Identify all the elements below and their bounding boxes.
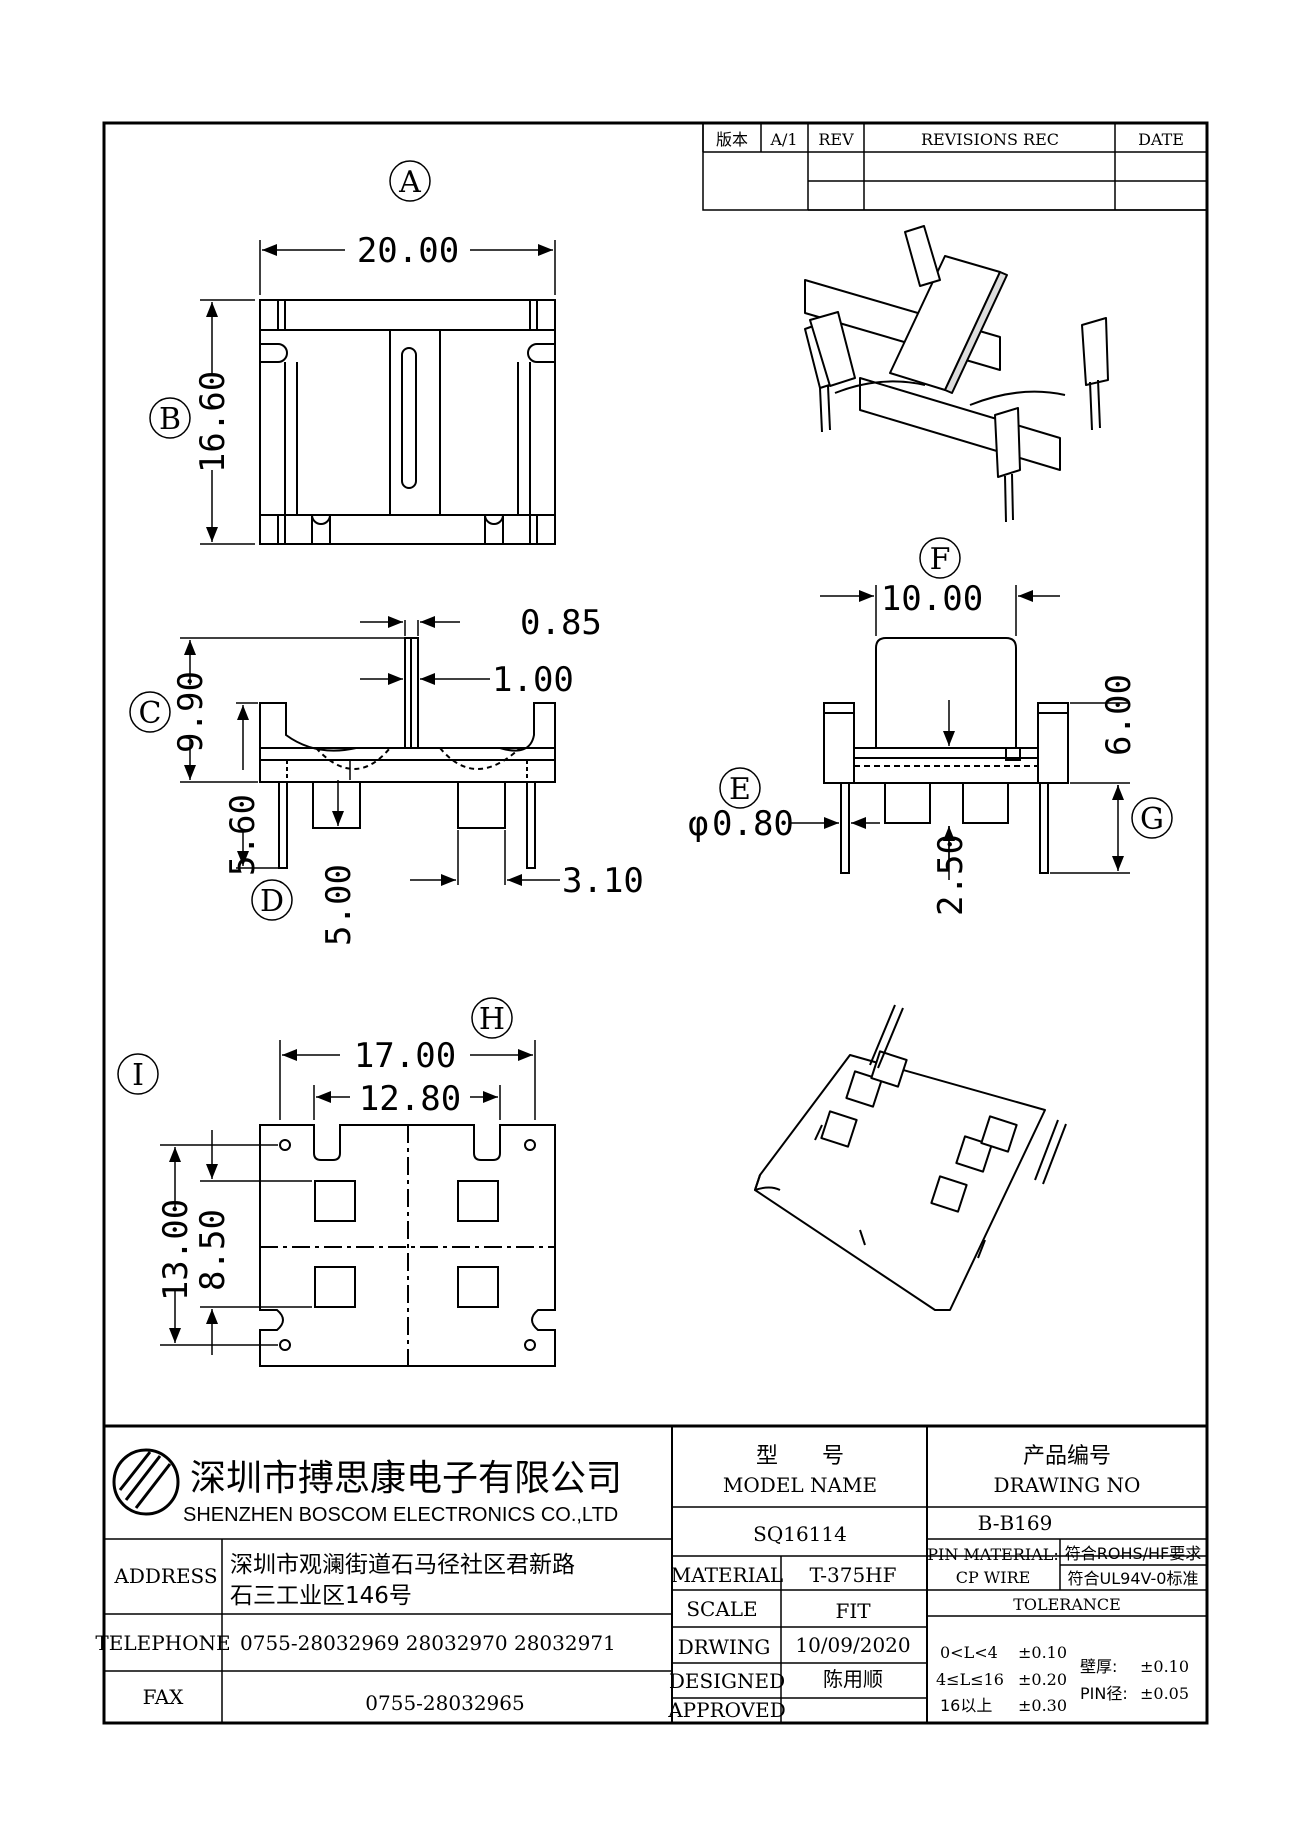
svg-text:D: D [260,884,284,919]
revision-table [702,122,1208,211]
dim-pin-pitch-y: 13.00 [156,1199,196,1301]
drawing-no-value: B-B169 [978,1511,1053,1535]
rev-version-value: A/1 [769,130,797,149]
designed-value: 陈用顺 [823,1667,883,1691]
svg-text:F: F [930,542,951,577]
svg-text:H: H [479,1002,505,1037]
callout-d: D [251,879,293,921]
callout-f: F [919,537,961,579]
side-view-dims [180,616,560,886]
dim-slot-width: 12.80 [359,1079,461,1119]
fax-value: 0755-28032965 [365,1691,524,1715]
iso-view-bottom [754,1004,1067,1311]
rev-version-label: 版本 [716,130,748,149]
svg-text:B: B [159,402,181,437]
side-view [259,637,556,869]
iso-view-top [804,225,1109,523]
dim-peg-len: 5.00 [319,864,359,946]
wall-tol-label: 壁厚: [1080,1657,1117,1676]
tol-range-1: 0<L<4 [940,1643,998,1662]
revisions-rec-label: REVISIONS REC [921,130,1059,149]
dim-peg-offset: 2.50 [931,834,971,916]
top-view [259,299,556,545]
callout-h: H [471,997,513,1039]
bottom-view [259,1124,556,1367]
rohs-compliance: 符合ROHS/HF要求 [1065,1544,1202,1563]
dim-height-top: 16.60 [193,371,233,473]
wall-tol-value: ±0.10 [1140,1657,1189,1676]
company-name-en: SHENZHEN BOSCOM ELECTRONICS CO.,LTD [183,1504,618,1526]
model-name-cn: 型 号 [756,1444,844,1469]
callout-c: C [129,691,171,733]
pin-dia-tol-label: PIN径: [1080,1684,1128,1703]
approved-label: APPROVED [667,1698,786,1722]
designed-label: DESIGNED [669,1669,785,1693]
tol-value-1: ±0.10 [1018,1643,1067,1662]
svg-text:E: E [729,772,751,807]
model-value: SQ16114 [753,1522,847,1546]
material-label: MATERIAL [671,1563,783,1587]
tol-value-2: ±0.20 [1018,1670,1067,1689]
dim-height-side: 9.90 [171,671,211,753]
dim-pin-dia: 0.80 [712,804,794,844]
scale-label: SCALE [686,1597,757,1621]
tol-range-3: 16以上 [940,1696,992,1715]
rev-date-label: DATE [1138,130,1184,149]
material-value: T-375HF [809,1563,896,1587]
rev-label: REV [818,130,854,149]
pin-dia-tol-value: ±0.05 [1140,1684,1189,1703]
dim-width-top: 20.00 [357,231,459,271]
svg-text:G: G [1140,802,1164,837]
callout-e: E [719,767,761,809]
address-label: ADDRESS [113,1564,217,1588]
svg-text:I: I [132,1058,144,1093]
callout-b: B [149,397,191,439]
address-line2: 石三工业区146号 [230,1583,412,1609]
drwing-label: DRWING [678,1635,771,1659]
ul-compliance: 符合UL94V-0标准 [1068,1569,1199,1588]
dim-slot-pitch-y: 8.50 [193,1209,233,1291]
dim-pin-len: 5.60 [223,794,263,876]
dim-pin-thick: 0.85 [520,603,602,643]
top-view-dims [200,240,556,545]
drawing-no-en: DRAWING NO [994,1473,1141,1497]
front-view-dims [790,585,1130,880]
address-line1: 深圳市观澜街道石马径社区君新路 [230,1552,575,1578]
pin-material-value: CP WIRE [956,1568,1031,1587]
tol-value-3: ±0.30 [1018,1696,1067,1715]
drawing-no-cn: 产品编号 [1023,1444,1111,1469]
scale-value: FIT [835,1599,871,1623]
callout-i: I [117,1053,159,1095]
telephone-value: 0755-28032969 28032970 28032971 [240,1631,616,1655]
dim-inner-width: 10.00 [881,579,983,619]
dim-wall-thick: 1.00 [492,660,574,700]
callout-a: A [389,160,431,202]
company-name-cn: 深圳市搏思康电子有限公司 [190,1458,622,1499]
pin-material-label: PIN MATERIAL: [927,1545,1059,1564]
model-name-en: MODEL NAME [723,1473,877,1497]
svg-text:C: C [139,696,162,731]
dim-pin-dia-symbol: φ [688,804,708,844]
sheet-border [102,121,1209,1725]
bottom-view-dims [160,1040,536,1355]
front-view [823,637,1069,874]
callout-g: G [1131,797,1173,839]
company-logo [112,1448,180,1516]
dim-height-front: 6.00 [1099,674,1139,756]
title-block [104,1424,1207,1723]
drwing-value: 10/09/2020 [795,1633,910,1657]
telephone-label: TELEPHONE [95,1631,230,1655]
dim-pin-offset: 3.10 [562,861,644,901]
fax-label: FAX [143,1685,185,1709]
dim-pin-pitch-x: 17.00 [354,1036,456,1076]
tolerance-label: TOLERANCE [1013,1595,1121,1614]
tol-range-2: 4≤L≤16 [936,1670,1004,1689]
svg-text:A: A [398,165,421,200]
